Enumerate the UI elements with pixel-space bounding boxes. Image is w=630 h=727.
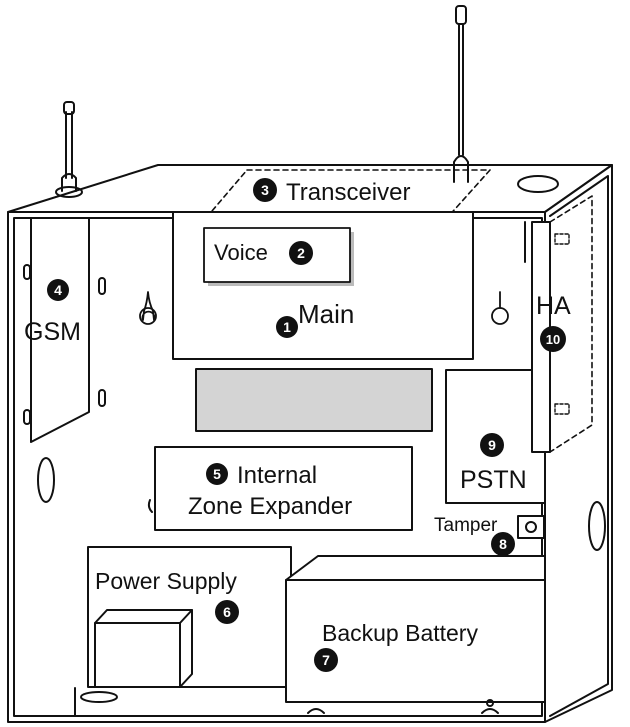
badge-main: 1	[276, 316, 298, 338]
left-antenna	[55, 101, 83, 198]
badge-tamper-number: 8	[499, 536, 507, 552]
badge-ha: 10	[540, 326, 566, 352]
gsm-clip-2	[23, 409, 31, 425]
zone-expander-clip	[147, 499, 153, 513]
zone-expander-label-line2: Zone Expander	[188, 493, 352, 520]
tamper-label: Tamper	[434, 515, 498, 536]
badge-voice-number: 2	[297, 245, 305, 261]
tamper-switch	[517, 515, 545, 539]
bottom-knockout	[80, 691, 118, 703]
backup-battery-box	[285, 555, 546, 703]
ha-slot-1	[554, 233, 570, 245]
badge-voice: 2	[289, 241, 313, 265]
cabinet-side	[544, 164, 613, 723]
gsm-label: GSM	[24, 318, 81, 346]
badge-transceiver-number: 3	[261, 182, 269, 198]
left-knockout	[37, 457, 55, 503]
tamper-button	[525, 521, 537, 533]
badge-zone-expander-number: 5	[213, 466, 221, 482]
transceiver-label: Transceiver	[286, 179, 410, 206]
ha-slot-2	[554, 403, 570, 415]
zone-expander-board	[154, 446, 413, 531]
bottom-slot-2	[481, 708, 499, 714]
bottom-screw	[486, 699, 494, 707]
badge-transceiver: 3	[253, 178, 277, 202]
gsm-slot-2	[98, 389, 106, 407]
top-knockout	[517, 175, 559, 193]
ha-label: HA	[536, 292, 571, 320]
power-supply-transformer	[94, 609, 193, 688]
power-supply-label: Power Supply	[95, 568, 237, 594]
gsm-slot-1	[98, 277, 106, 295]
ha-board-dashed	[549, 195, 593, 453]
badge-gsm-number: 4	[54, 282, 62, 298]
voice-label: Voice	[214, 240, 268, 265]
bottom-slot-1	[307, 708, 325, 714]
badge-gsm: 4	[47, 279, 69, 301]
backup-battery-label: Backup Battery	[322, 620, 478, 646]
voice-board	[203, 227, 351, 283]
badge-main-number: 1	[283, 319, 291, 335]
zone-expander-label-line1: Internal	[237, 462, 317, 489]
gsm-clip-1	[23, 264, 31, 280]
keyhole-left	[139, 291, 157, 325]
badge-pstn-number: 9	[488, 437, 496, 453]
side-knockout	[588, 501, 606, 551]
badge-pstn: 9	[480, 433, 504, 457]
right-antenna	[453, 5, 469, 183]
badge-backup-battery-number: 7	[322, 652, 330, 668]
badge-power-supply-number: 6	[223, 604, 231, 620]
badge-zone-expander: 5	[206, 463, 228, 485]
gsm-board	[30, 217, 90, 443]
badge-backup-battery: 7	[314, 648, 338, 672]
pstn-label: PSTN	[460, 466, 527, 494]
badge-power-supply: 6	[215, 600, 239, 624]
keyhole-right	[491, 291, 509, 325]
badge-tamper: 8	[491, 532, 515, 556]
display-window	[195, 368, 433, 432]
main-label: Main	[298, 299, 354, 329]
cabinet-side-inner-edge	[549, 175, 609, 717]
badge-ha-number: 10	[546, 332, 560, 347]
